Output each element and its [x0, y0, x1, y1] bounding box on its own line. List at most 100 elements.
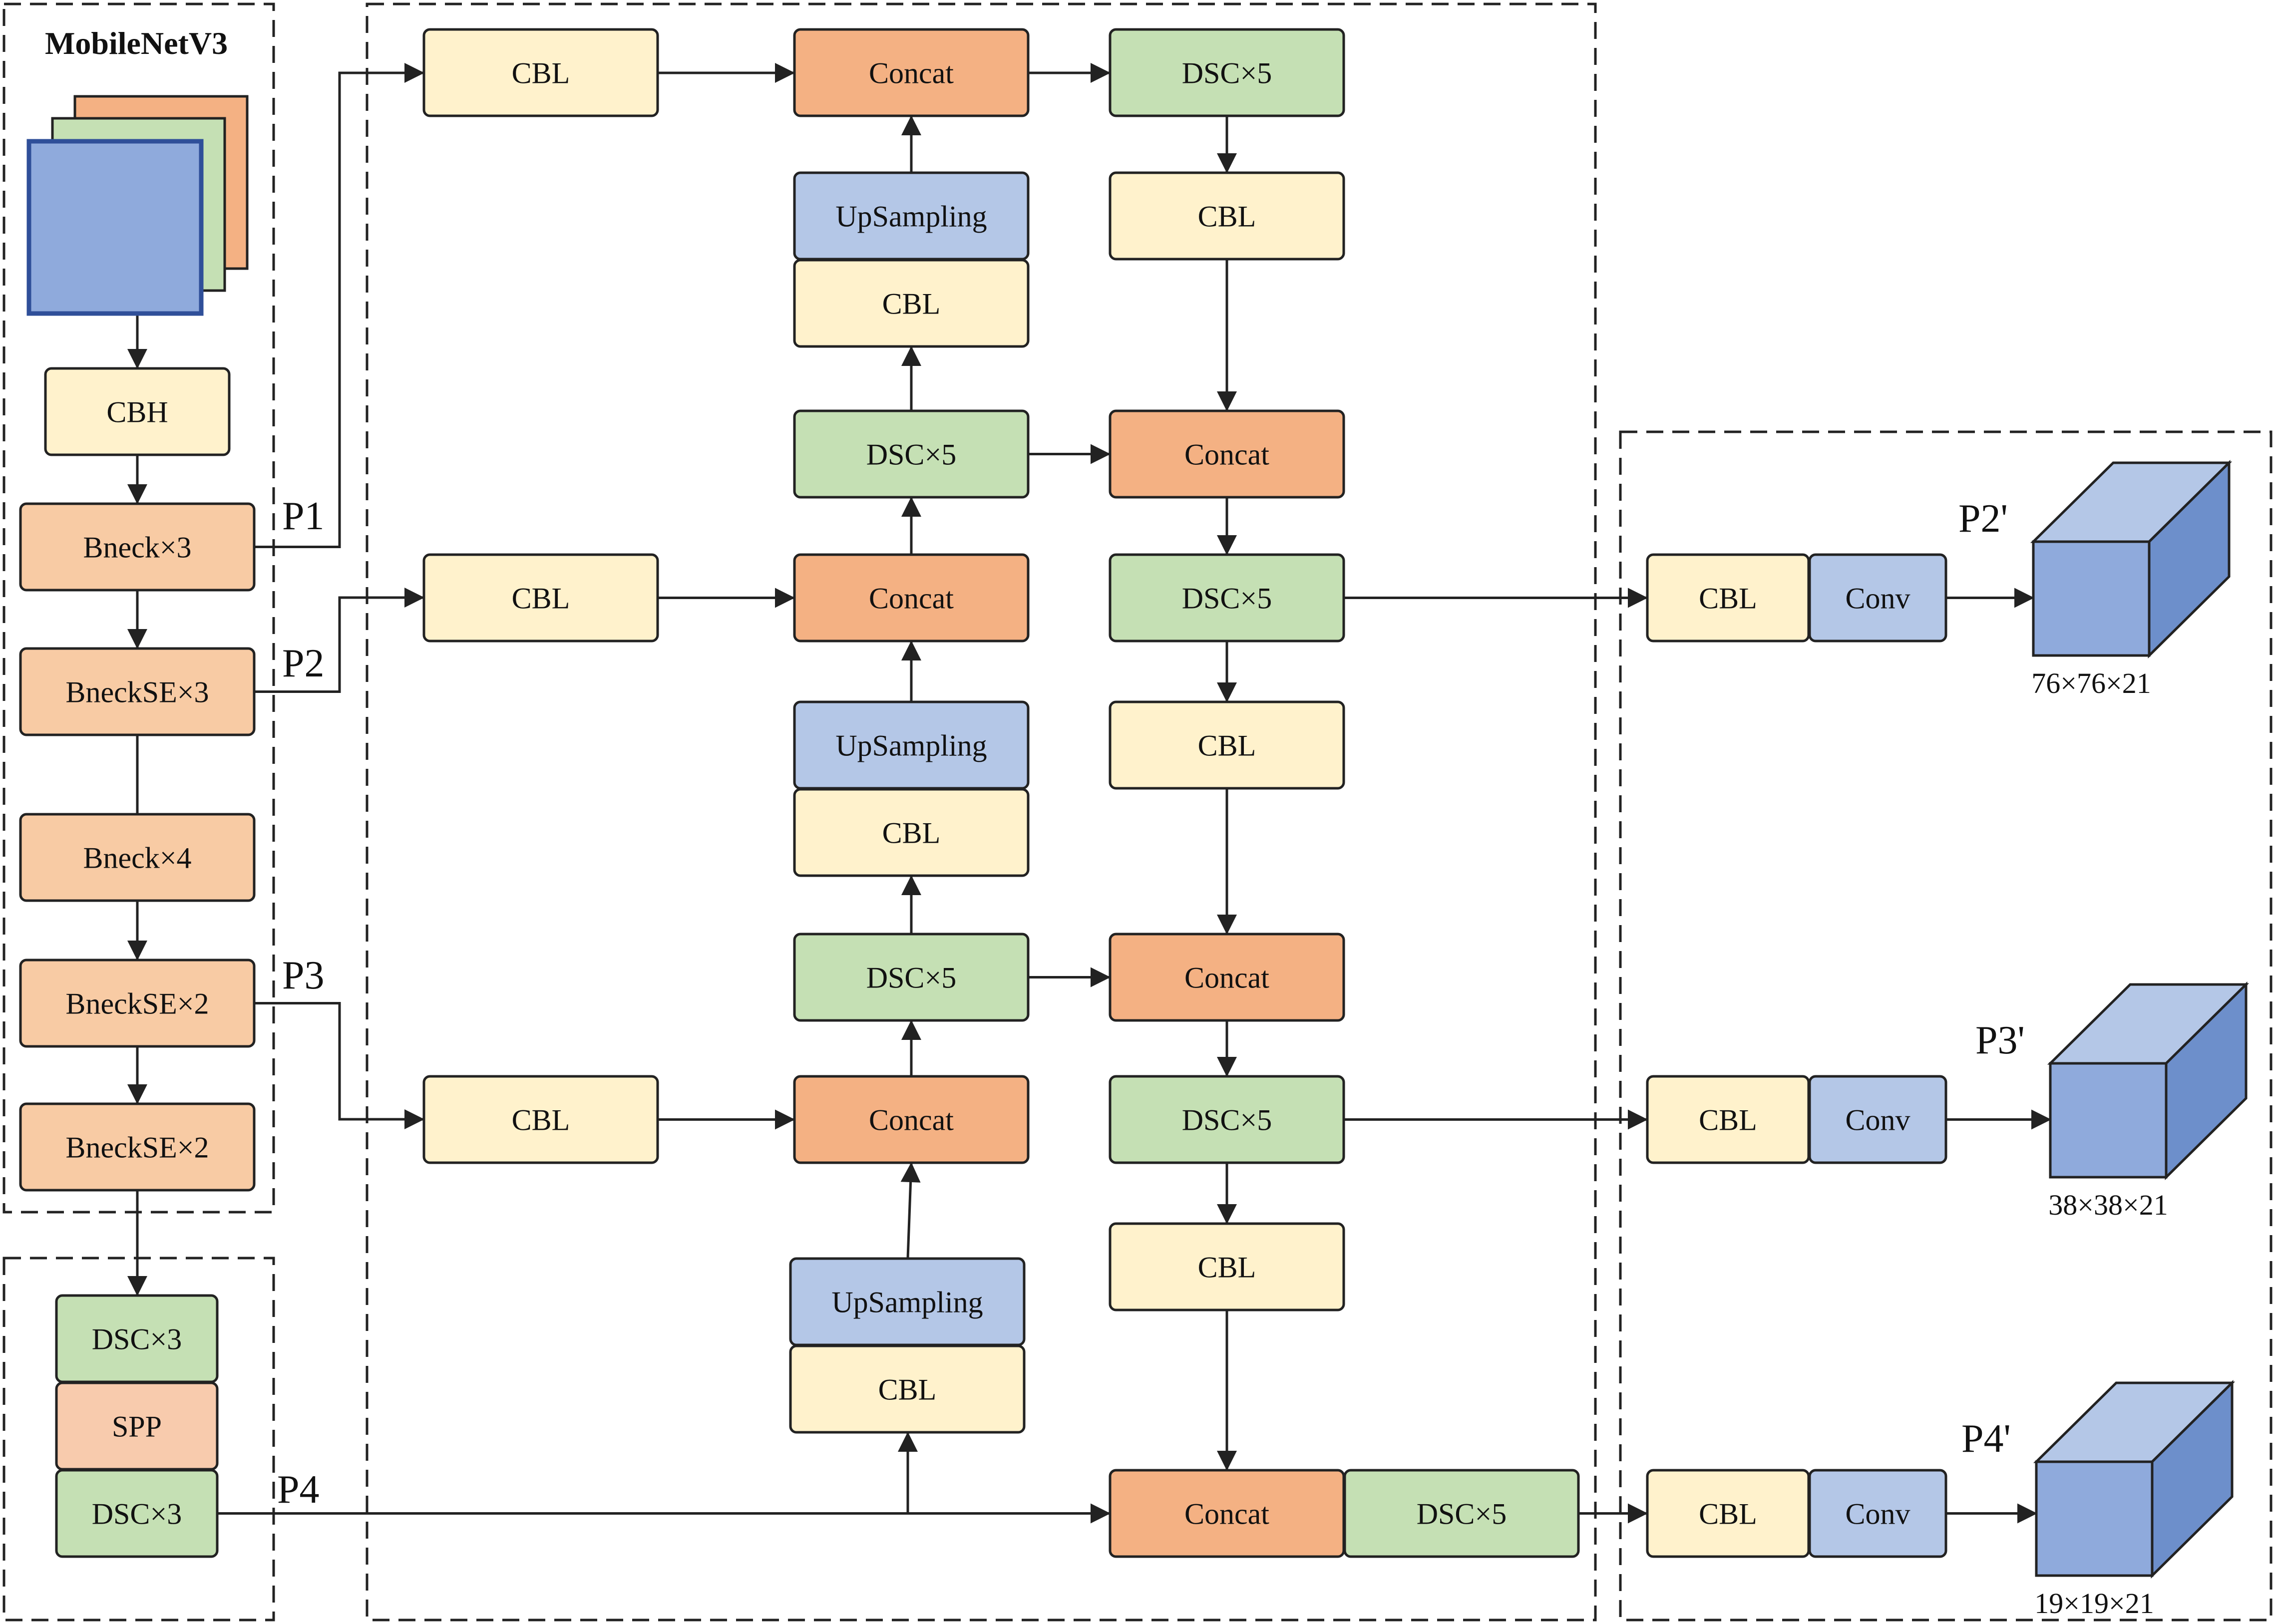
input-feature-map-stack	[26, 95, 249, 316]
block-concat: Concat	[793, 1075, 1030, 1164]
arrow-p3	[255, 1002, 424, 1129]
block-dsc-5: DSC×5	[1109, 553, 1345, 643]
block-label: Bneck×4	[83, 842, 191, 875]
block-cbl: CBL	[1646, 553, 1810, 643]
block-spp: SPP	[55, 1381, 219, 1471]
block-label: CBL	[512, 1104, 570, 1137]
block-cbl: CBL	[793, 259, 1030, 348]
block-cbl: CBL	[1646, 1075, 1810, 1164]
arrow-up3-to-concat3	[900, 1162, 921, 1259]
block-label: Conv	[1845, 1498, 1910, 1531]
block-label: CBL	[1699, 1498, 1757, 1531]
block-label: Concat	[1184, 962, 1269, 994]
block-label: Bneck×3	[83, 531, 191, 564]
block-bneckse-2: BneckSE×2	[19, 959, 256, 1048]
block-upsampling: UpSampling	[793, 700, 1030, 790]
output-dimensions: 19×19×21	[2034, 1587, 2154, 1620]
block-label: CBL	[1198, 200, 1256, 233]
block-cbl: CBL	[1109, 1222, 1345, 1311]
block-label: CBL	[1699, 1104, 1757, 1137]
neck-frame	[366, 2, 1597, 1622]
block-bneck-3: Bneck×3	[19, 502, 256, 592]
blocks: CBHBneck×3BneckSE×3Bneck×4BneckSE×2Bneck…	[19, 28, 2250, 1579]
output-label: P2'	[1958, 497, 2008, 541]
backbone-title: MobileNetV3	[45, 25, 228, 61]
connection-arrows	[127, 63, 2051, 1524]
feature-label-p1: P1	[282, 494, 325, 538]
block-label: CBL	[1198, 1251, 1256, 1284]
block-label: DSC×3	[92, 1323, 182, 1356]
block-cbl: CBL	[1646, 1469, 1810, 1558]
block-concat: Concat	[1109, 933, 1345, 1022]
block-upsampling: UpSampling	[793, 171, 1030, 261]
head-frame	[1619, 430, 2273, 1622]
block-dsc-5: DSC×5	[1343, 1469, 1580, 1558]
block-label: Concat	[1184, 438, 1269, 471]
block-label: Conv	[1845, 582, 1910, 615]
block-label: Concat	[869, 582, 954, 615]
feature-label-p2: P2	[282, 642, 325, 685]
backbone-frame	[2, 2, 275, 1214]
output-tensor-cube	[2033, 1380, 2236, 1579]
block-label: Concat	[1184, 1498, 1269, 1531]
block-bneck-4: Bneck×4	[19, 813, 256, 902]
block-bneckse-2: BneckSE×2	[19, 1102, 256, 1192]
arrow-p2	[255, 588, 424, 693]
block-label: UpSampling	[835, 729, 987, 762]
block-dsc-5: DSC×5	[1109, 1075, 1345, 1164]
block-conv: Conv	[1808, 1075, 1947, 1164]
block-concat: Concat	[793, 28, 1030, 117]
block-label: SPP	[112, 1410, 162, 1443]
output-label: P4'	[1961, 1417, 2011, 1461]
output-tensor-cube	[2030, 460, 2233, 658]
block-concat: Concat	[1109, 1469, 1345, 1558]
block-cbl: CBL	[1109, 700, 1345, 790]
block-label: DSC×5	[1182, 57, 1272, 90]
block-label: CBL	[1198, 729, 1256, 762]
block-cbl: CBL	[1109, 171, 1345, 261]
block-concat: Concat	[793, 553, 1030, 643]
block-label: Concat	[869, 1104, 954, 1137]
block-cbl: CBL	[422, 553, 659, 643]
block-label: CBL	[882, 817, 941, 850]
block-cbl: CBL	[793, 788, 1030, 877]
block-conv: Conv	[1808, 553, 1947, 643]
block-label: DSC×3	[92, 1498, 182, 1531]
block-dsc-5: DSC×5	[793, 933, 1030, 1022]
arrow-p1	[255, 63, 424, 548]
block-label: CBL	[1699, 582, 1757, 615]
block-label: BneckSE×2	[65, 1131, 209, 1164]
block-cbl: CBL	[422, 1075, 659, 1164]
block-concat: Concat	[1109, 409, 1345, 499]
block-label: Concat	[869, 57, 954, 90]
block-label: DSC×5	[1182, 1104, 1272, 1137]
block-label: UpSampling	[831, 1286, 983, 1319]
output-tensor-cube	[2047, 981, 2250, 1180]
block-label: CBH	[106, 396, 168, 429]
block-label: BneckSE×3	[65, 676, 209, 709]
spp-frame	[2, 1257, 275, 1622]
output-dimensions: 76×76×21	[2031, 667, 2151, 699]
output-dimensions: 38×38×21	[2048, 1189, 2168, 1221]
block-label: CBL	[882, 288, 941, 321]
output-label: P3'	[1975, 1018, 2025, 1062]
block-label: BneckSE×2	[65, 987, 209, 1020]
block-upsampling: UpSampling	[789, 1257, 1026, 1346]
block-cbh: CBH	[44, 367, 231, 456]
block-label: CBL	[512, 582, 570, 615]
block-dsc-5: DSC×5	[1109, 28, 1345, 117]
feature-label-p3: P3	[282, 954, 325, 997]
feature-label-p4: P4	[277, 1468, 320, 1512]
block-conv: Conv	[1808, 1469, 1947, 1558]
block-cbl: CBL	[422, 28, 659, 117]
block-dsc-3: DSC×3	[55, 1294, 219, 1383]
block-dsc-5: DSC×5	[793, 409, 1030, 499]
block-label: Conv	[1845, 1104, 1910, 1137]
block-label: UpSampling	[835, 200, 987, 233]
block-dsc-3: DSC×3	[55, 1469, 219, 1558]
block-label: DSC×5	[866, 438, 957, 471]
